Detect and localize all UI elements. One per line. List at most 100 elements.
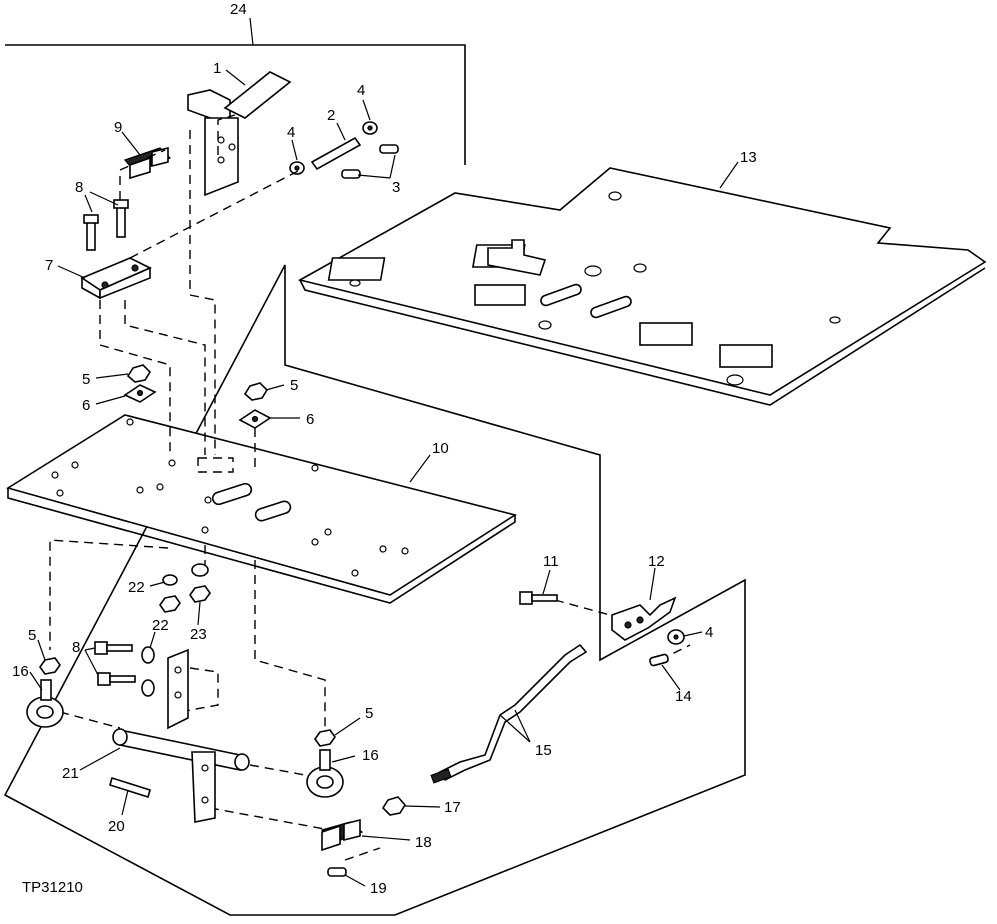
shaft <box>112 728 250 823</box>
callout-18: 18 <box>415 834 432 851</box>
leader-24 <box>249 17 254 46</box>
leader-5d <box>334 717 361 736</box>
leader-3b <box>357 174 391 179</box>
callout-20: 20 <box>108 818 125 835</box>
callout-24: 24 <box>230 1 247 18</box>
nut-17 <box>381 796 406 816</box>
callout-1: 1 <box>213 60 221 77</box>
assembly-line-i <box>254 560 326 730</box>
callout-15: 15 <box>535 742 552 759</box>
assembly-line-k <box>179 667 219 713</box>
leader-15b <box>514 709 531 743</box>
leader-8a <box>84 194 93 213</box>
leader-6a <box>95 395 126 405</box>
assembly-line-f <box>217 114 236 155</box>
callout-21: 21 <box>62 765 79 782</box>
leader-19 <box>344 874 366 887</box>
leader-1 <box>225 69 246 86</box>
pin-20 <box>109 776 151 799</box>
callout-3: 3 <box>392 179 400 196</box>
nut-5d <box>314 729 336 747</box>
pin-19 <box>327 867 347 877</box>
eyelet-16a <box>26 679 64 728</box>
mount-block <box>80 257 152 300</box>
bracket <box>187 71 292 197</box>
callout-17: 17 <box>444 799 461 816</box>
base-plate <box>6 414 517 604</box>
lever-bracket <box>167 648 189 730</box>
washer-22a <box>162 563 209 586</box>
callout-6a: 6 <box>82 397 90 414</box>
figure-id: TP31210 <box>22 879 83 896</box>
leader-15a <box>499 714 531 743</box>
leader-14 <box>661 664 681 691</box>
bolts-lower <box>94 641 136 686</box>
callout-22a: 22 <box>128 579 145 596</box>
assembly-group-outline <box>3 44 746 916</box>
leader-18 <box>361 835 411 841</box>
leader-22b <box>149 631 156 649</box>
callout-4b: 4 <box>287 124 295 141</box>
eyelet-16b <box>306 749 344 798</box>
assembly-line-l <box>59 711 121 729</box>
assembly-line-b <box>99 300 171 455</box>
callout-2: 2 <box>327 107 335 124</box>
leader-5b <box>265 384 285 391</box>
leader-20 <box>121 789 129 816</box>
assembly-line-p <box>344 847 381 861</box>
callout-16a: 16 <box>12 663 29 680</box>
callout-13: 13 <box>740 149 757 166</box>
control-rod <box>430 643 588 784</box>
leader-8c <box>84 647 96 651</box>
assembly-line-c <box>124 300 206 455</box>
callout-9: 9 <box>114 119 122 136</box>
callout-12: 12 <box>648 553 665 570</box>
assembly-line-m <box>249 764 306 776</box>
leader-2 <box>336 122 346 141</box>
leader-8b <box>89 191 119 206</box>
assembly-line-o <box>554 599 611 616</box>
callout-5d: 5 <box>365 705 373 722</box>
callout-23: 23 <box>190 626 207 643</box>
nut-23 <box>159 585 211 613</box>
pin-2 <box>310 136 362 171</box>
leader-7 <box>57 265 86 279</box>
callout-8b: 8 <box>72 639 80 656</box>
callout-7: 7 <box>45 257 53 274</box>
leader-9 <box>121 131 141 156</box>
washer-4b <box>289 161 305 175</box>
leader-4b <box>291 139 298 161</box>
callout-16b: 16 <box>362 747 379 764</box>
leader-3a <box>389 154 396 179</box>
clevis-12 <box>611 596 677 641</box>
plate-6a <box>123 384 157 403</box>
assembly-line-e <box>129 169 301 259</box>
washer-4c <box>667 629 685 645</box>
callout-4c: 4 <box>705 624 713 641</box>
pin-14 <box>649 653 669 667</box>
leader-16b <box>331 755 356 763</box>
leader-8d <box>84 649 99 676</box>
callout-8a: 8 <box>75 179 83 196</box>
assembly-line-h <box>49 539 169 650</box>
washer-4a <box>362 121 378 135</box>
leader-17 <box>404 805 441 808</box>
callout-19: 19 <box>370 880 387 897</box>
callout-5a: 5 <box>82 371 90 388</box>
nut-5a <box>126 364 152 383</box>
plate-6b <box>238 409 272 429</box>
bolts-top <box>83 199 129 251</box>
assembly-line-a <box>119 149 166 200</box>
callout-10: 10 <box>432 440 449 457</box>
leader-21 <box>79 747 121 771</box>
nut-5c <box>39 657 61 675</box>
callout-11: 11 <box>543 553 559 570</box>
leader-11 <box>542 569 551 595</box>
leader-13 <box>719 161 739 189</box>
leader-5a <box>95 373 129 379</box>
leader-10 <box>409 454 431 483</box>
callout-6b: 6 <box>306 411 314 428</box>
leader-22a <box>149 581 166 587</box>
